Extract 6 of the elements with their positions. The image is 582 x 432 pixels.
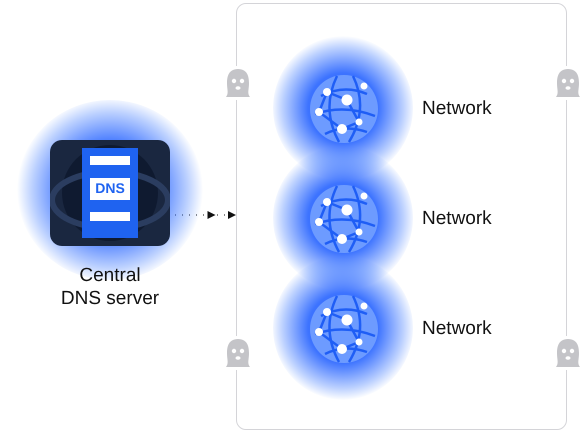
node-label: Network [422,98,492,120]
node-label: Central DNS server [60,264,160,310]
icon-label: DNS [94,180,126,196]
node-label: Network [422,208,492,230]
node-label: Network [422,318,492,340]
arrow [174,211,236,219]
